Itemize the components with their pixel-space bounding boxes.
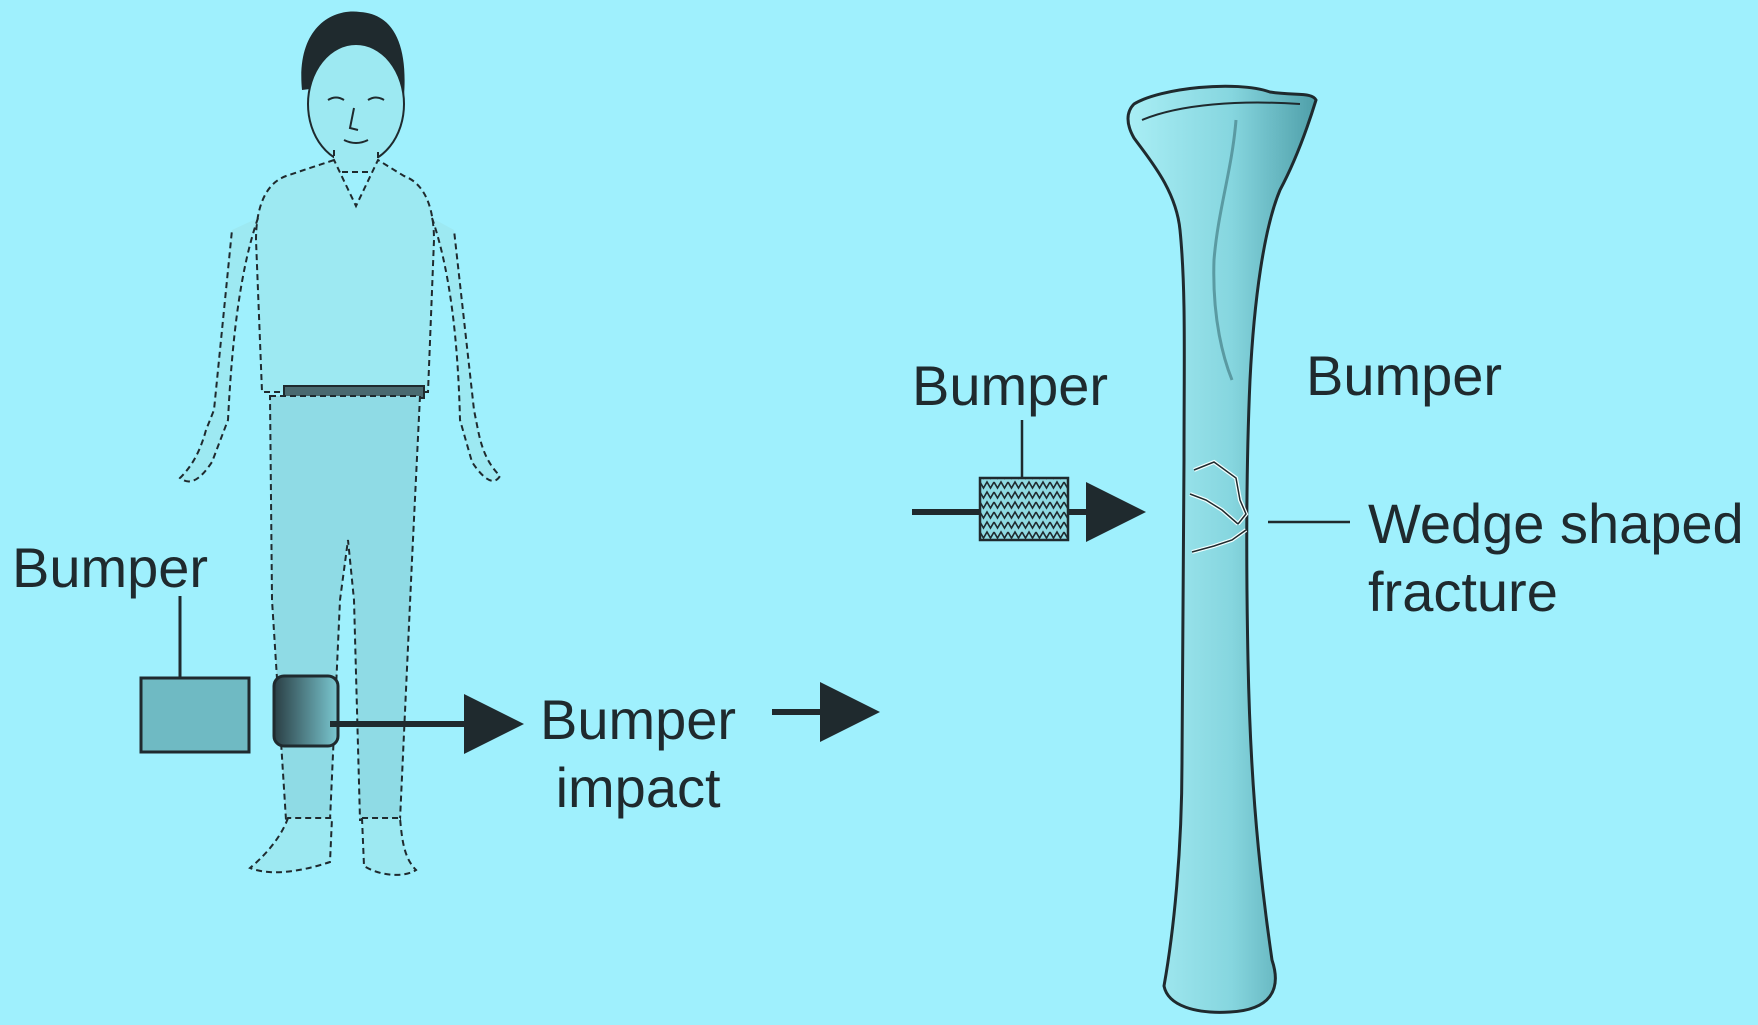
person-left-foot: [250, 818, 332, 872]
person-trousers: [270, 396, 420, 820]
bumper-impact-label: Bumper impact: [540, 686, 736, 823]
knee-impact-pad: [274, 676, 338, 746]
person-torso: [256, 160, 434, 392]
tibia-bone: [1128, 86, 1316, 1012]
bumper-left-label: Bumper: [12, 534, 208, 602]
bumper-impact-line1: Bumper: [540, 686, 736, 754]
bumper-right-label: Bumper: [1306, 342, 1502, 410]
bumper-pad-spring: [980, 478, 1068, 540]
person-right-arm: [432, 218, 500, 481]
bumper-impact-line2: impact: [540, 754, 736, 822]
wedge-label-line1: Wedge shaped: [1368, 490, 1744, 558]
person-head: [308, 44, 404, 164]
bumper-pad-label: Bumper: [912, 352, 1108, 420]
person-left-arm: [180, 218, 258, 481]
wedge-label-line2: fracture: [1368, 558, 1744, 626]
bumper-box: [141, 678, 249, 752]
wedge-fracture-label: Wedge shaped fracture: [1368, 490, 1744, 627]
person-right-foot: [362, 818, 416, 875]
